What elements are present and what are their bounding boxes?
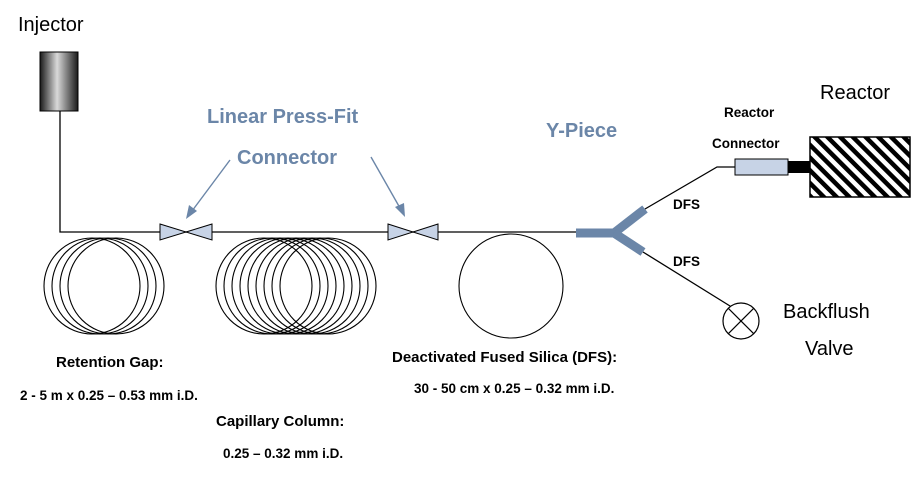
dfs-line-upper <box>644 166 735 210</box>
capillary-column-spec: 0.25 – 0.32 mm i.D. <box>223 446 343 461</box>
y-piece-label: Y-Piece <box>546 120 617 142</box>
reactor-connector <box>734 158 789 176</box>
reactor-connector-label-line1: Reactor <box>724 105 775 120</box>
backflush-label-line2: Valve <box>805 338 854 360</box>
retention-gap-title: Retention Gap: <box>56 354 164 371</box>
dfs-coil <box>458 233 564 339</box>
press-fit-connector-left <box>159 223 213 241</box>
y-piece <box>576 205 648 256</box>
press-fit-arrow-left <box>186 159 231 219</box>
dfs-lower-label: DFS <box>673 254 700 269</box>
reactor-connector-nut <box>788 161 810 173</box>
retention-gap-spec: 2 - 5 m x 0.25 – 0.53 mm i.D. <box>20 388 198 403</box>
press-fit-label-line1: Linear Press-Fit <box>207 106 359 128</box>
injector-label: Injector <box>18 14 84 36</box>
press-fit-label-line2: Connector <box>237 147 337 169</box>
injector-body <box>39 51 79 112</box>
backflush-label-line1: Backflush <box>783 301 870 323</box>
transfer-line <box>59 111 576 233</box>
dfs-line-lower <box>642 251 731 307</box>
reactor-connector-label-line2: Connector <box>712 136 780 151</box>
dfs-title: Deactivated Fused Silica (DFS): <box>392 349 617 366</box>
press-fit-connector-right <box>387 223 439 241</box>
reactor-block <box>809 136 911 198</box>
retention-gap-coil <box>43 237 165 335</box>
capillary-column-coil <box>215 237 377 335</box>
backflush-valve-icon <box>722 302 760 340</box>
press-fit-arrow-right <box>370 156 405 217</box>
reactor-label: Reactor <box>820 82 890 104</box>
dfs-upper-label: DFS <box>673 197 700 212</box>
capillary-column-title: Capillary Column: <box>216 413 344 430</box>
dfs-spec: 30 - 50 cm x 0.25 – 0.32 mm i.D. <box>414 381 614 396</box>
